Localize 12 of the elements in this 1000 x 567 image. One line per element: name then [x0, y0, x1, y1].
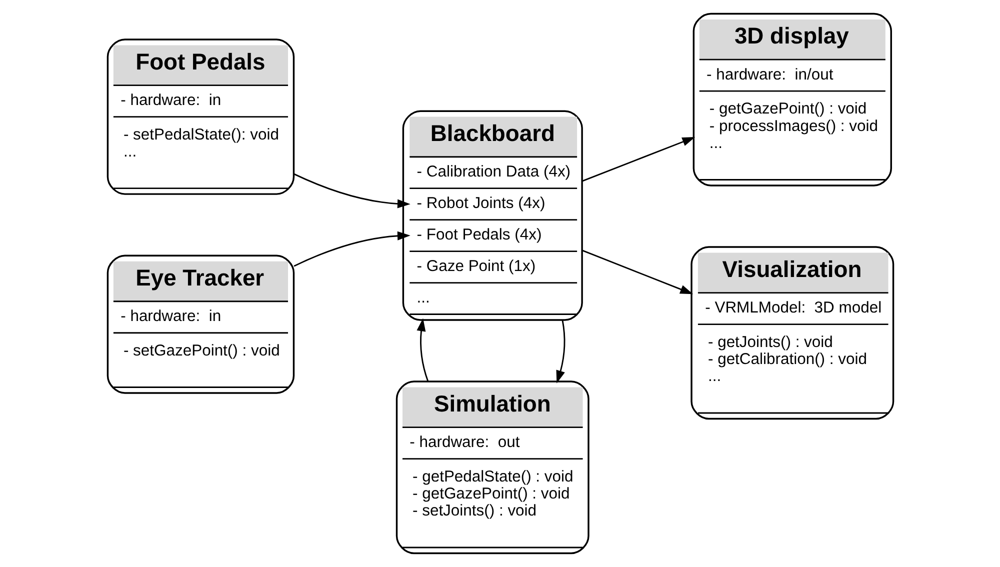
arrow — [293, 173, 410, 208]
arrow — [582, 137, 695, 182]
node-box: Visualization - VRMLModel: 3D model - getJoints() : void - getCalibration() : void ... — [690, 246, 894, 420]
arrow — [416, 318, 428, 382]
arrow — [293, 231, 410, 267]
node-box: Eye Tracker - hardware: in - setGazePoint() : void — [106, 254, 294, 394]
arrow — [582, 250, 693, 294]
node-box: Blackboard - Calibration Data (4x) - Robot Joints (4x) - Foot Pedals (4x) - Gaze Point (1x) ... — [402, 110, 582, 321]
node-box: 3D display - hardware: in/out - getGazePoint() : void - processImages() : void ... — [692, 12, 892, 186]
arrow — [556, 320, 565, 384]
node-box: Simulation - hardware: out - getPedalState() : void - getGazePoint() : void - setJoints() : void — [395, 380, 589, 554]
node-box: Foot Pedals - hardware: in - setPedalState(): void ... — [106, 38, 294, 195]
